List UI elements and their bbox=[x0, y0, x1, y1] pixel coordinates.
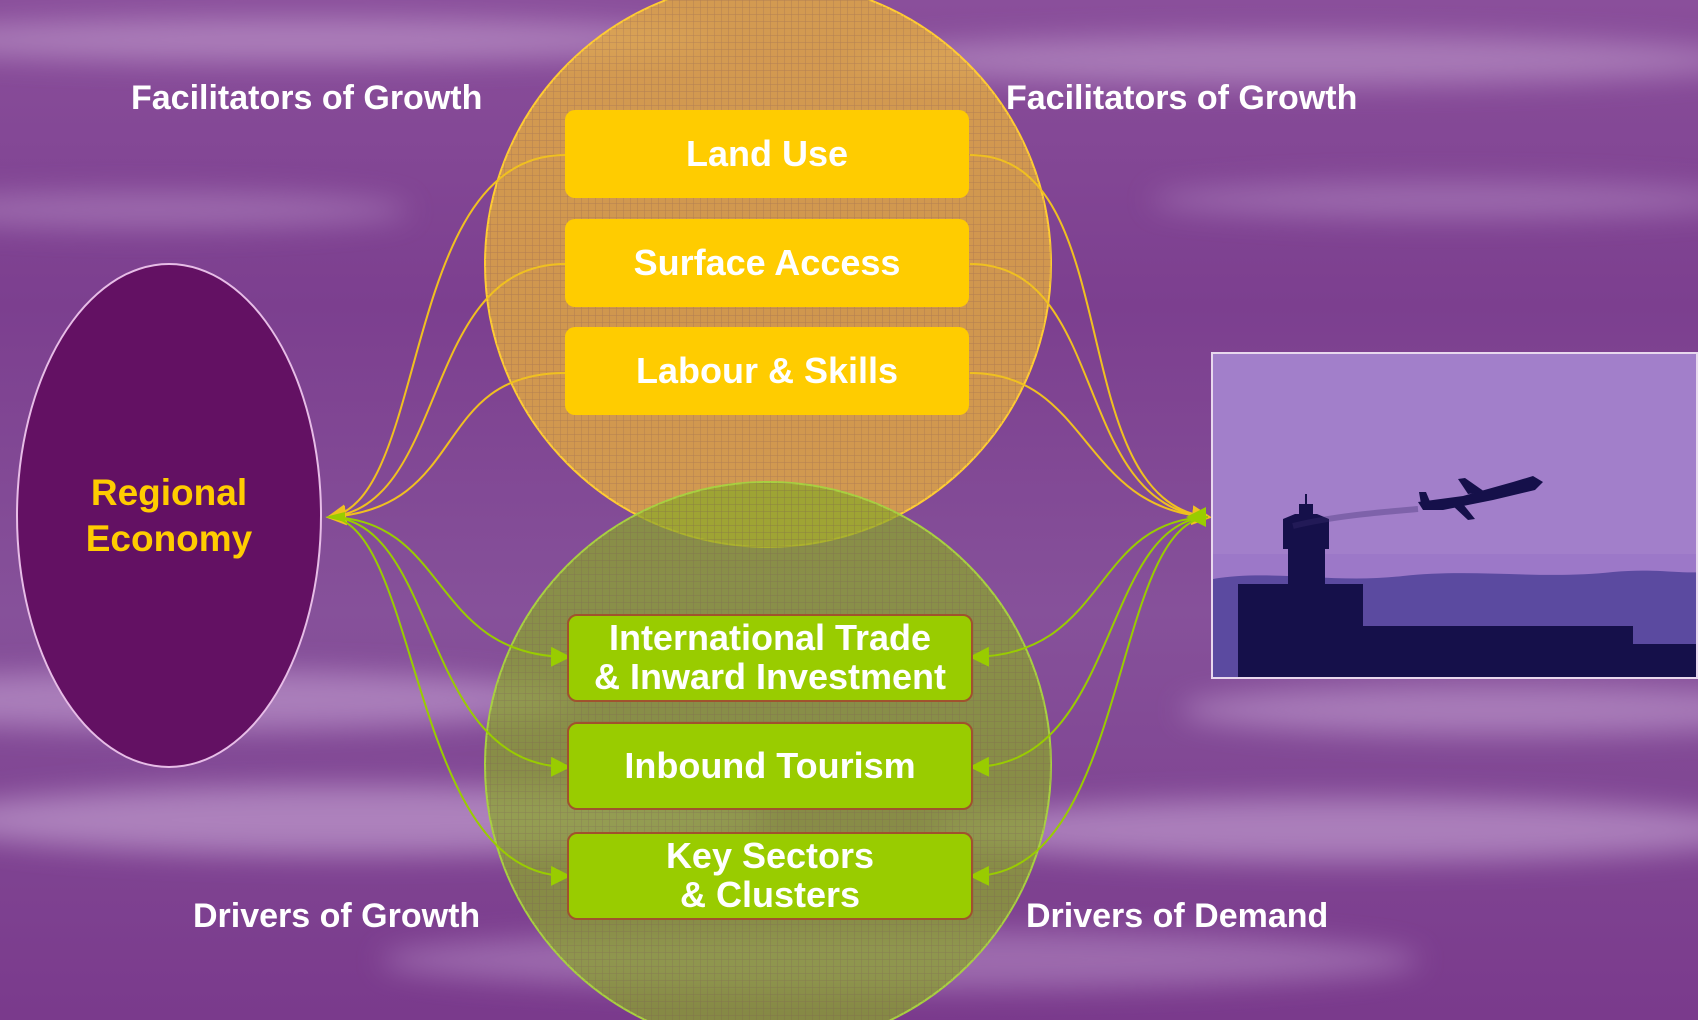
label-drivers-growth: Drivers of Growth bbox=[193, 897, 481, 935]
facilitator-label: Surface Access bbox=[633, 241, 901, 283]
label-facilitators-right: Facilitators of Growth bbox=[1006, 79, 1358, 117]
driver-connectors bbox=[329, 507, 1209, 886]
driver-label: Inbound Tourism bbox=[624, 744, 916, 786]
facilitator-label: Land Use bbox=[685, 132, 849, 174]
regional-economy-label: Regional Economy bbox=[85, 472, 253, 559]
facilitator-land-use: Land Use bbox=[565, 110, 969, 198]
airport-photo bbox=[1211, 352, 1698, 679]
facilitator-labour-skills: Labour & Skills bbox=[565, 327, 969, 415]
facilitator-label: Labour & Skills bbox=[635, 349, 899, 391]
label-facilitators-left: Facilitators of Growth bbox=[131, 79, 483, 117]
label-drivers-demand: Drivers of Demand bbox=[1026, 897, 1329, 935]
driver-label: International Trade & Inward Investment bbox=[593, 617, 947, 697]
airplane-icon bbox=[1418, 476, 1543, 520]
driver-label: Key Sectors & Clusters bbox=[665, 835, 875, 915]
driver-inbound-tourism: Inbound Tourism bbox=[567, 722, 973, 810]
driver-key-sectors: Key Sectors & Clusters bbox=[567, 832, 973, 920]
facilitator-surface-access: Surface Access bbox=[565, 219, 969, 307]
driver-trade-investment: International Trade & Inward Investment bbox=[567, 614, 973, 702]
regional-economy-node: Regional Economy bbox=[16, 263, 322, 768]
facilitator-connectors bbox=[326, 154, 1212, 526]
